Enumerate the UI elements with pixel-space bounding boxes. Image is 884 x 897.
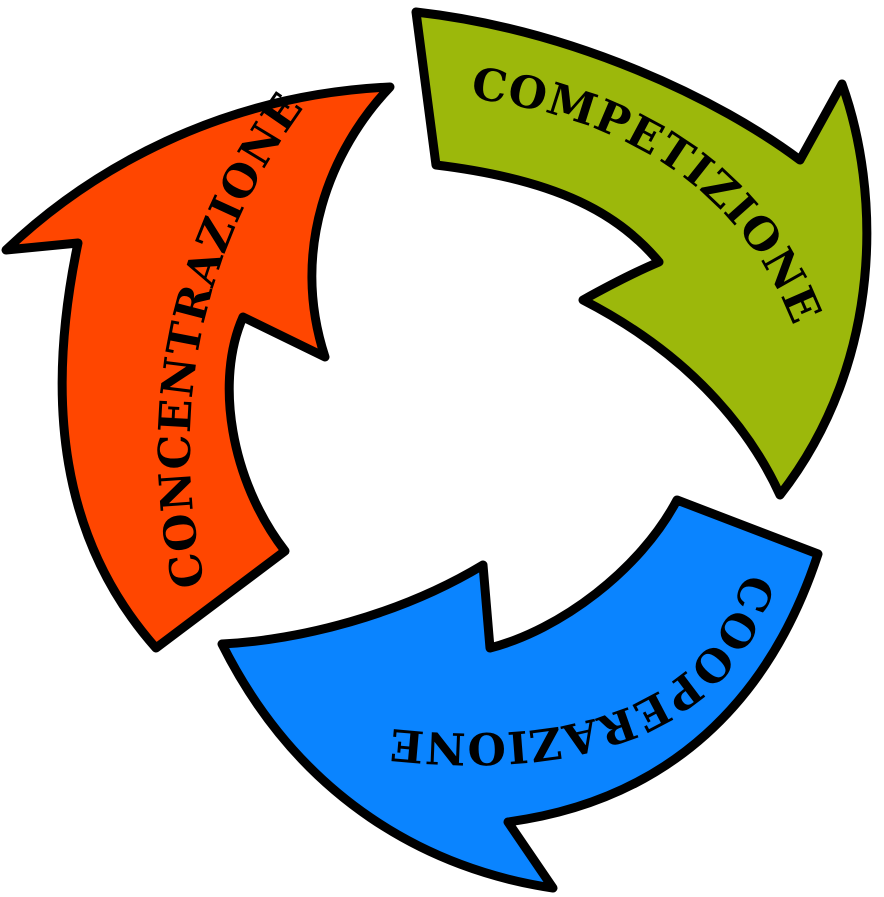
arrow-competizione-shape <box>411 7 872 500</box>
arrow-cooperazione-shape <box>217 495 823 893</box>
arrow-concentrazione-shape <box>1 82 395 653</box>
arrow-competizione: COMPETIZIONE <box>411 7 872 500</box>
arrow-concentrazione: CONCENTRAZIONE <box>1 82 395 653</box>
arrow-cooperazione: COOPERAZIONE <box>217 495 823 893</box>
